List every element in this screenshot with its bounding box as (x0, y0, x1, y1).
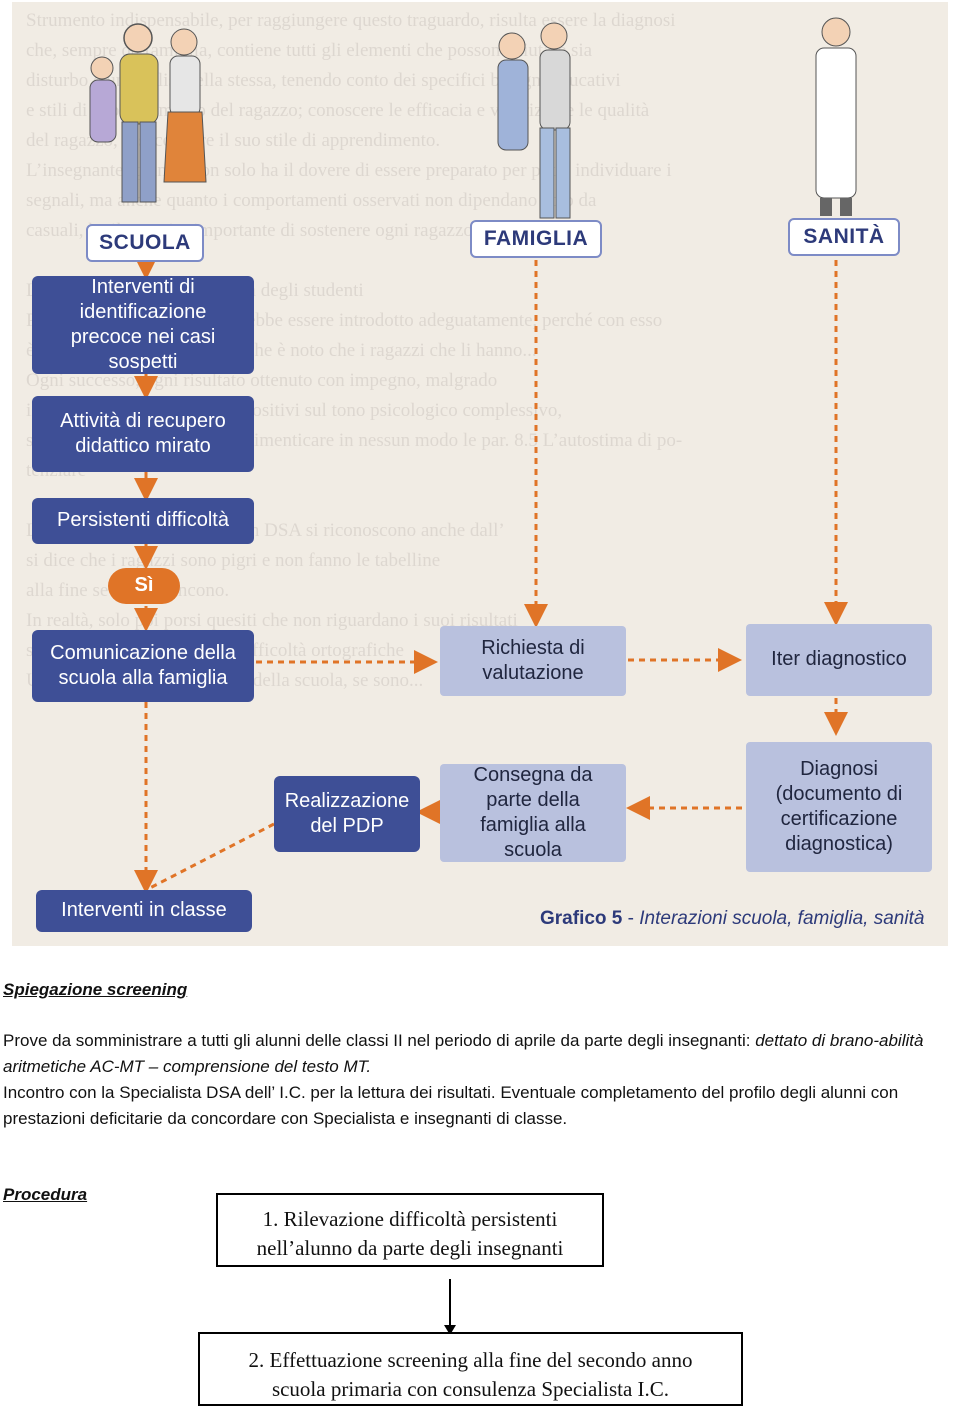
screening-explanation: Prove da somministrare a tutti gli alunn… (3, 1028, 958, 1132)
step-early-identification: Interventi di identificazione precoce ne… (32, 276, 254, 374)
diagram-caption: Grafico 5 - Interazioni scuola, famiglia… (540, 908, 924, 930)
procedure-step-2-text: 2. Effettuazione screening alla fine del… (248, 1348, 693, 1401)
diagram-scan: Strumento indispensabile, per raggiunger… (12, 2, 948, 946)
caption-separator: - (622, 908, 640, 929)
screening-line1-plain: Prove da somministrare a tutti gli alunn… (3, 1031, 756, 1050)
step-diagnosis: Diagnosi (documento di certificazione di… (746, 742, 932, 872)
step-persistent-difficulties-text: Persistenti difficoltà (57, 509, 229, 532)
yes-pill-text: Sì (134, 574, 154, 597)
step-diagnosis-text: Diagnosi (documento di certificazione di… (775, 757, 903, 856)
school-people-illustration (89, 23, 207, 203)
yes-pill: Sì (108, 568, 180, 604)
step-class-interventions: Interventi in classe (36, 890, 252, 932)
step-school-to-family-text: Comunicazione della scuola alla famiglia (50, 641, 236, 689)
step-pdp-text: Realizzazione del PDP (284, 789, 410, 837)
flow-connectors (134, 256, 848, 894)
label-health-text: SANITÀ (803, 224, 885, 248)
screening-heading: Spiegazione screening (3, 980, 188, 999)
step-evaluation-request-text: Richiesta di valutazione (481, 636, 585, 684)
step-class-interventions-text: Interventi in classe (61, 899, 227, 922)
procedure-step-2: 2. Effettuazione screening alla fine del… (198, 1332, 743, 1406)
screening-paragraph-1: Prove da somministrare a tutti gli alunn… (3, 1028, 958, 1080)
procedure-step-1: 1. Rilevazione difficoltà persistenti ne… (216, 1193, 604, 1267)
label-family-text: FAMIGLIA (483, 226, 589, 250)
step-diagnostic-path: Iter diagnostico (746, 624, 932, 696)
step-school-to-family: Comunicazione della scuola alla famiglia (32, 630, 254, 702)
caption-bold: Grafico 5 (540, 908, 623, 929)
step-early-identification-text: Interventi di identificazione precoce ne… (70, 275, 216, 374)
screening-line1-italic: dettato di brano-abilità aritmetiche AC-… (3, 1031, 924, 1076)
label-school: SCUOLA (86, 224, 204, 262)
caption-text: Interazioni scuola, famiglia, sanità (639, 908, 925, 929)
step-family-delivery: Consegna da parte della famiglia alla sc… (440, 764, 626, 862)
step-pdp: Realizzazione del PDP (274, 776, 420, 852)
screening-paragraph-2: Incontro con la Specialista DSA dell’ I.… (3, 1083, 899, 1128)
label-school-text: SCUOLA (99, 230, 191, 254)
step-persistent-difficulties: Persistenti difficoltà (32, 498, 254, 544)
procedure-heading: Procedura (3, 1185, 88, 1204)
label-health: SANITÀ (788, 218, 900, 256)
family-people-illustration (497, 22, 571, 219)
step-diagnostic-path-text: Iter diagnostico (771, 648, 907, 671)
step-evaluation-request: Richiesta di valutazione (440, 626, 626, 696)
step-family-delivery-text: Consegna da parte della famiglia alla sc… (473, 763, 593, 862)
step-recovery-activity: Attività di recupero didattico mirato (32, 396, 254, 472)
label-family: FAMIGLIA (470, 220, 602, 258)
doctor-illustration (815, 17, 857, 216)
step-recovery-activity-text: Attività di recupero didattico mirato (60, 409, 226, 457)
procedure-step-1-text: 1. Rilevazione difficoltà persistenti ne… (256, 1207, 564, 1260)
